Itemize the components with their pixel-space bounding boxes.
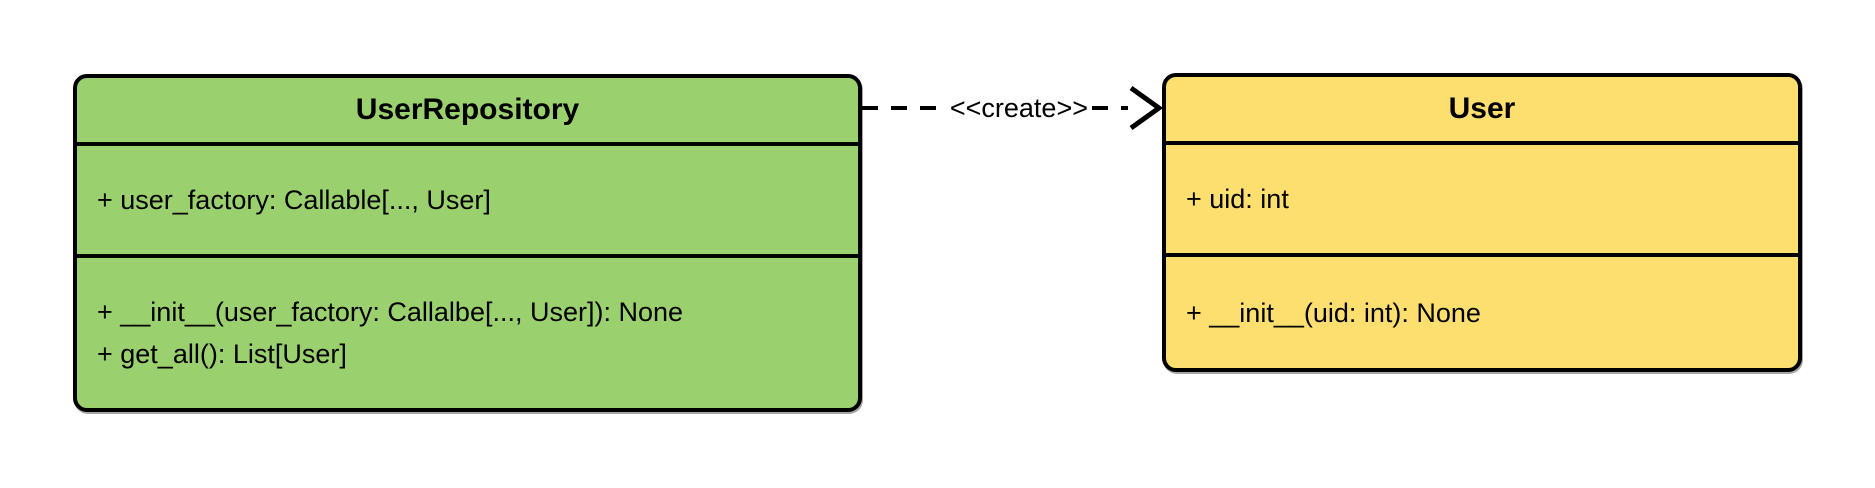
attribute-item: + uid: int xyxy=(1186,184,1289,214)
open-arrowhead-icon xyxy=(1129,85,1162,131)
method-item: + get_all(): List[User] xyxy=(97,339,347,369)
dashed-line-segment xyxy=(862,106,946,110)
class-box-userrepository: UserRepository + user_factory: Callable[… xyxy=(73,74,862,412)
method-item: + __init__(user_factory: Callalbe[..., U… xyxy=(97,297,684,327)
attributes-compartment-user: + uid: int xyxy=(1166,145,1798,257)
class-box-user: User + uid: int + __init__(uid: int): No… xyxy=(1162,73,1802,372)
class-name-label: User xyxy=(1448,92,1516,125)
class-title-userrepository: UserRepository xyxy=(77,78,858,146)
method-item: + __init__(uid: int): None xyxy=(1186,297,1481,328)
create-stereotype-label: <<create>> xyxy=(949,92,1088,123)
attribute-item: + user_factory: Callable[..., User] xyxy=(97,185,491,215)
attributes-compartment-userrepository: + user_factory: Callable[..., User] xyxy=(77,146,858,258)
methods-compartment-userrepository: + __init__(user_factory: Callalbe[..., U… xyxy=(77,258,858,408)
dashed-line-segment xyxy=(1092,106,1128,110)
create-dependency-arrow: <<create>> xyxy=(862,85,1162,131)
class-title-user: User xyxy=(1166,77,1798,145)
class-name-label: UserRepository xyxy=(355,93,580,126)
methods-compartment-user: + __init__(uid: int): None xyxy=(1166,257,1798,368)
